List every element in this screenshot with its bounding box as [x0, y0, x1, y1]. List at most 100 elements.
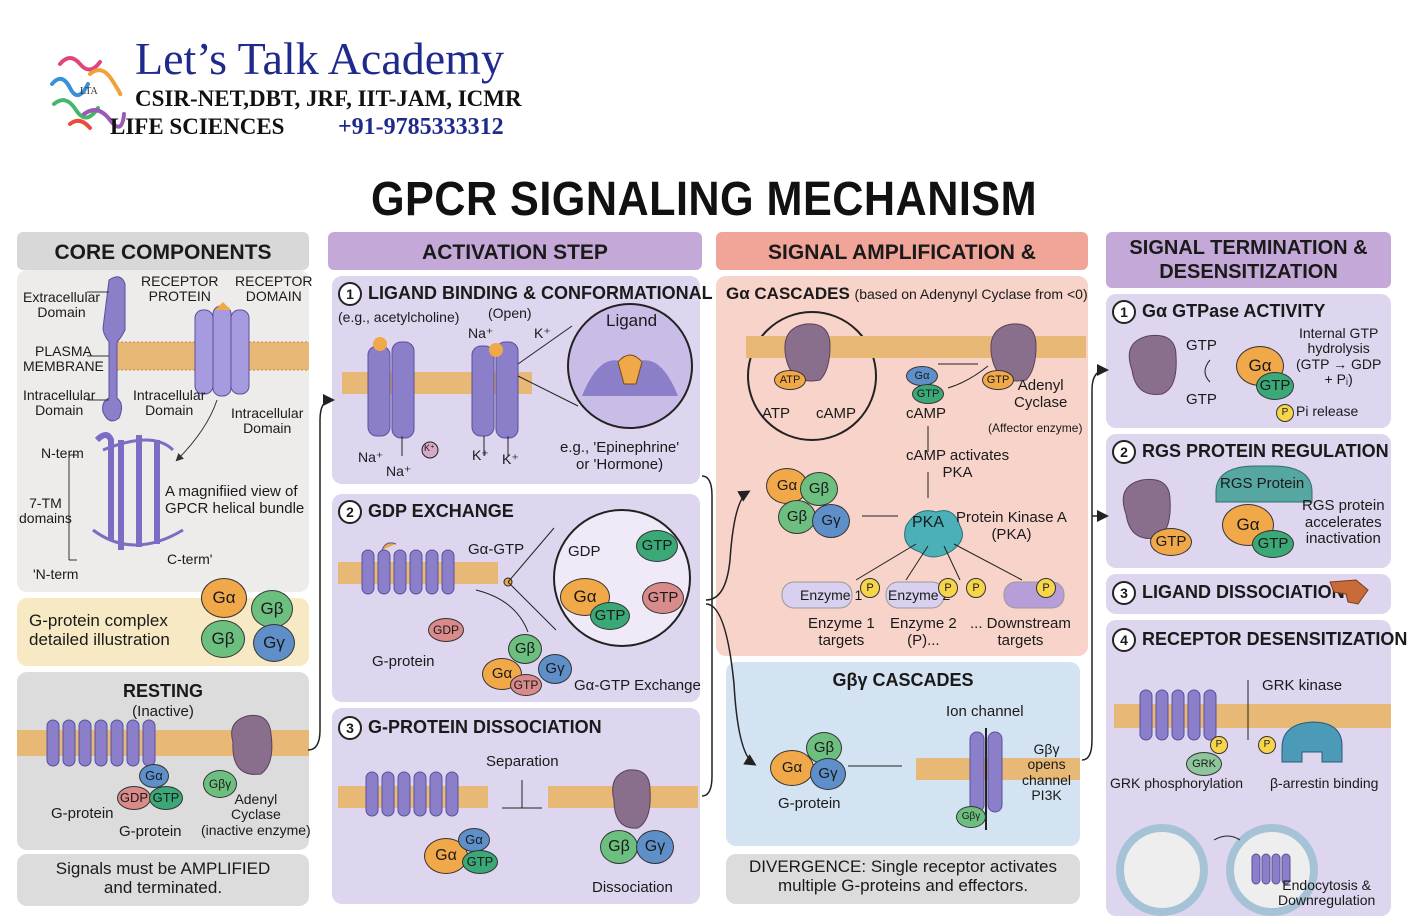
gbeta-bubble-2: Gβ	[201, 620, 245, 658]
s3-gbeta: Gβ	[600, 830, 638, 864]
step1-na-2: Na⁺	[386, 463, 412, 479]
intracellular-label: Intracellular Domain	[23, 387, 96, 419]
s2-gtp: GTP	[510, 674, 542, 696]
s2-ggamma: Gγ	[538, 654, 572, 684]
gbg-diagram	[848, 728, 1080, 830]
ampl-galpha: Gα	[906, 366, 938, 386]
t1-pi-label: Pi release	[1296, 403, 1359, 419]
t2-note: RGS protein accelerates inactivation	[1302, 497, 1385, 547]
step2-title-text: GDP EXCHANGE	[368, 501, 514, 521]
gbeta-bubble: Gβ	[251, 590, 293, 628]
gprotein-complex-label: G-protein complex detailed illustration	[29, 611, 170, 649]
galpha-bubble: Gα	[201, 578, 247, 618]
step2-number: 2	[338, 500, 362, 524]
intracellular-domain-label-a: Intracellular Domain	[133, 387, 206, 419]
enzyme2-label: Enzyme 2	[888, 587, 951, 603]
step1-diagram	[342, 303, 693, 459]
ga-gtp-label: Gα-GTP	[468, 541, 525, 558]
gtp-bubble-1: GTP	[636, 530, 678, 562]
plasma-membrane-label: PLASMA MEMBRANE	[23, 343, 104, 375]
t1-number: 1	[1112, 300, 1136, 324]
cluster-gbeta-1: Gβ	[800, 472, 838, 506]
step3-diagram	[338, 769, 698, 829]
affector-label: (Affector enzyme)	[988, 421, 1083, 435]
brand-title: Let’s Talk Academy	[135, 33, 504, 84]
step1-k-1: K⁺	[472, 447, 489, 463]
exchange-label: Gα-GTP Exchange	[574, 677, 701, 694]
n-term2-label: 'N-term	[33, 566, 79, 582]
gbg-galpha: Gα	[770, 750, 814, 786]
t4-title: 4 RECEPTOR DESENSITIZATION	[1112, 628, 1407, 652]
camp-activates-label: cAMP activates PKA	[906, 447, 1010, 481]
core-column: CORE COMPONENTS	[17, 232, 313, 916]
arrestin-label: β-arrestin binding	[1270, 775, 1379, 791]
t4-diagram	[1114, 680, 1391, 916]
p-badge-3: P	[966, 578, 986, 598]
ga-cascades-note: (based on Adenynyl Cyclase from <0)	[854, 286, 1088, 302]
brand-line2: LIFE SCIENCES	[110, 114, 285, 139]
endocytosis-label: Endocytosis & Downregulation	[1278, 877, 1376, 909]
core-footer: Signals must be AMPLIFIED and terminated…	[17, 854, 309, 906]
p-badge-1: P	[860, 578, 880, 598]
step1-title-text: LIGAND BINDING & CONFORMATIONAL CHANGE	[368, 283, 796, 303]
t1-p-badge: P	[1276, 404, 1294, 422]
enzyme2-p-label: Enzyme 2 (P)...	[890, 615, 957, 649]
resting-gtp: GTP	[149, 786, 183, 810]
gtp-bubble-3: GTP	[642, 582, 684, 614]
core-footer-text: Signals must be AMPLIFIED and terminated…	[55, 859, 271, 897]
core-panel: Extracellular Domain PLASMA MEMBRANE Int…	[17, 270, 313, 592]
step3-title-text: G-PROTEIN DISSOCIATION	[368, 717, 602, 737]
gbg-title: Gβγ CASCADES	[832, 670, 974, 690]
resting-adenylyl: Adenyl Cyclase (inactive enzyme)	[201, 791, 311, 838]
ion-channel-label: Ion channel	[946, 703, 1024, 720]
logo: LTA	[40, 44, 132, 136]
enzyme1-targets-label: Enzyme 1 targets	[808, 615, 875, 649]
ampl-gtp: GTP	[912, 384, 944, 404]
s2-gbeta: Gβ	[508, 634, 542, 664]
t2-title-text: RGS PROTEIN REGULATION	[1142, 441, 1389, 461]
enzyme1-label: Enzyme 1	[800, 587, 863, 603]
ga-cascades-title: Gα CASCADES (based on Adenynyl Cyclase f…	[726, 284, 1088, 304]
intracellular-domain-label-b: Intracellular Domain	[231, 405, 304, 437]
t4-number: 4	[1112, 628, 1136, 652]
ga-cascades-panel: Gα CASCADES (based on Adenynyl Cyclase f…	[716, 276, 1088, 656]
magnified-label: A magnifiied view of GPCR helical bundle	[165, 483, 305, 517]
step1-open: (Open)	[488, 305, 532, 321]
gbg-gprotein-label: G-protein	[778, 795, 841, 812]
gbg-small: Gβγ	[956, 806, 986, 828]
c-term-label: C-term'	[167, 551, 213, 567]
resting-gprotein-1: G-protein	[51, 805, 114, 822]
t3-number: 3	[1112, 581, 1136, 605]
amplification-column: SIGNAL AMPLIFICATION & DIVERGENCE Gα CAS…	[716, 232, 1088, 916]
rgs-protein-label: RGS Protein	[1220, 475, 1305, 492]
amplification-footer: DIVERGENCE: Single receptor activates mu…	[726, 854, 1080, 904]
seven-tm-label: 7-TM domains	[19, 495, 72, 527]
brand-phone: +91-9785333312	[338, 114, 504, 140]
gprotein-label: G-protein	[372, 653, 435, 670]
logo-text: LTA	[80, 86, 98, 97]
step2-title: 2 GDP EXCHANGE	[338, 500, 514, 524]
step1-na-1: Na⁺	[358, 449, 384, 465]
gbg-cascades-panel: Gβγ CASCADES Ion channel Gβ Gα Gγ G-prot…	[726, 662, 1080, 846]
resting-gprotein-2: G-protein	[119, 823, 182, 840]
amplification-footer-text: DIVERGENCE: Single receptor activates mu…	[748, 857, 1057, 895]
t4-title-text: RECEPTOR DESENSITIZATION	[1142, 629, 1408, 649]
ampl-gtp-2: GTP	[982, 370, 1014, 390]
t1-title-text: Gα GTPase ACTIVITY	[1142, 301, 1326, 321]
ggamma-bubble: Gγ	[253, 624, 295, 662]
s3-gtp: GTP	[462, 850, 498, 874]
step1-k: K⁺	[534, 325, 551, 341]
resting-subtitle: (Inactive)	[132, 703, 194, 720]
camp-label-2: cAMP	[906, 405, 947, 422]
t1-gtp-label: GTP	[1186, 337, 1217, 354]
downstream-label: ... Downstream targets	[970, 615, 1071, 649]
t4-p-badge-2: P	[1258, 736, 1276, 754]
grk-kinase-label: GRK kinase	[1262, 677, 1343, 694]
gprotein-complex-panel: G-protein complex detailed illustration …	[17, 578, 309, 666]
